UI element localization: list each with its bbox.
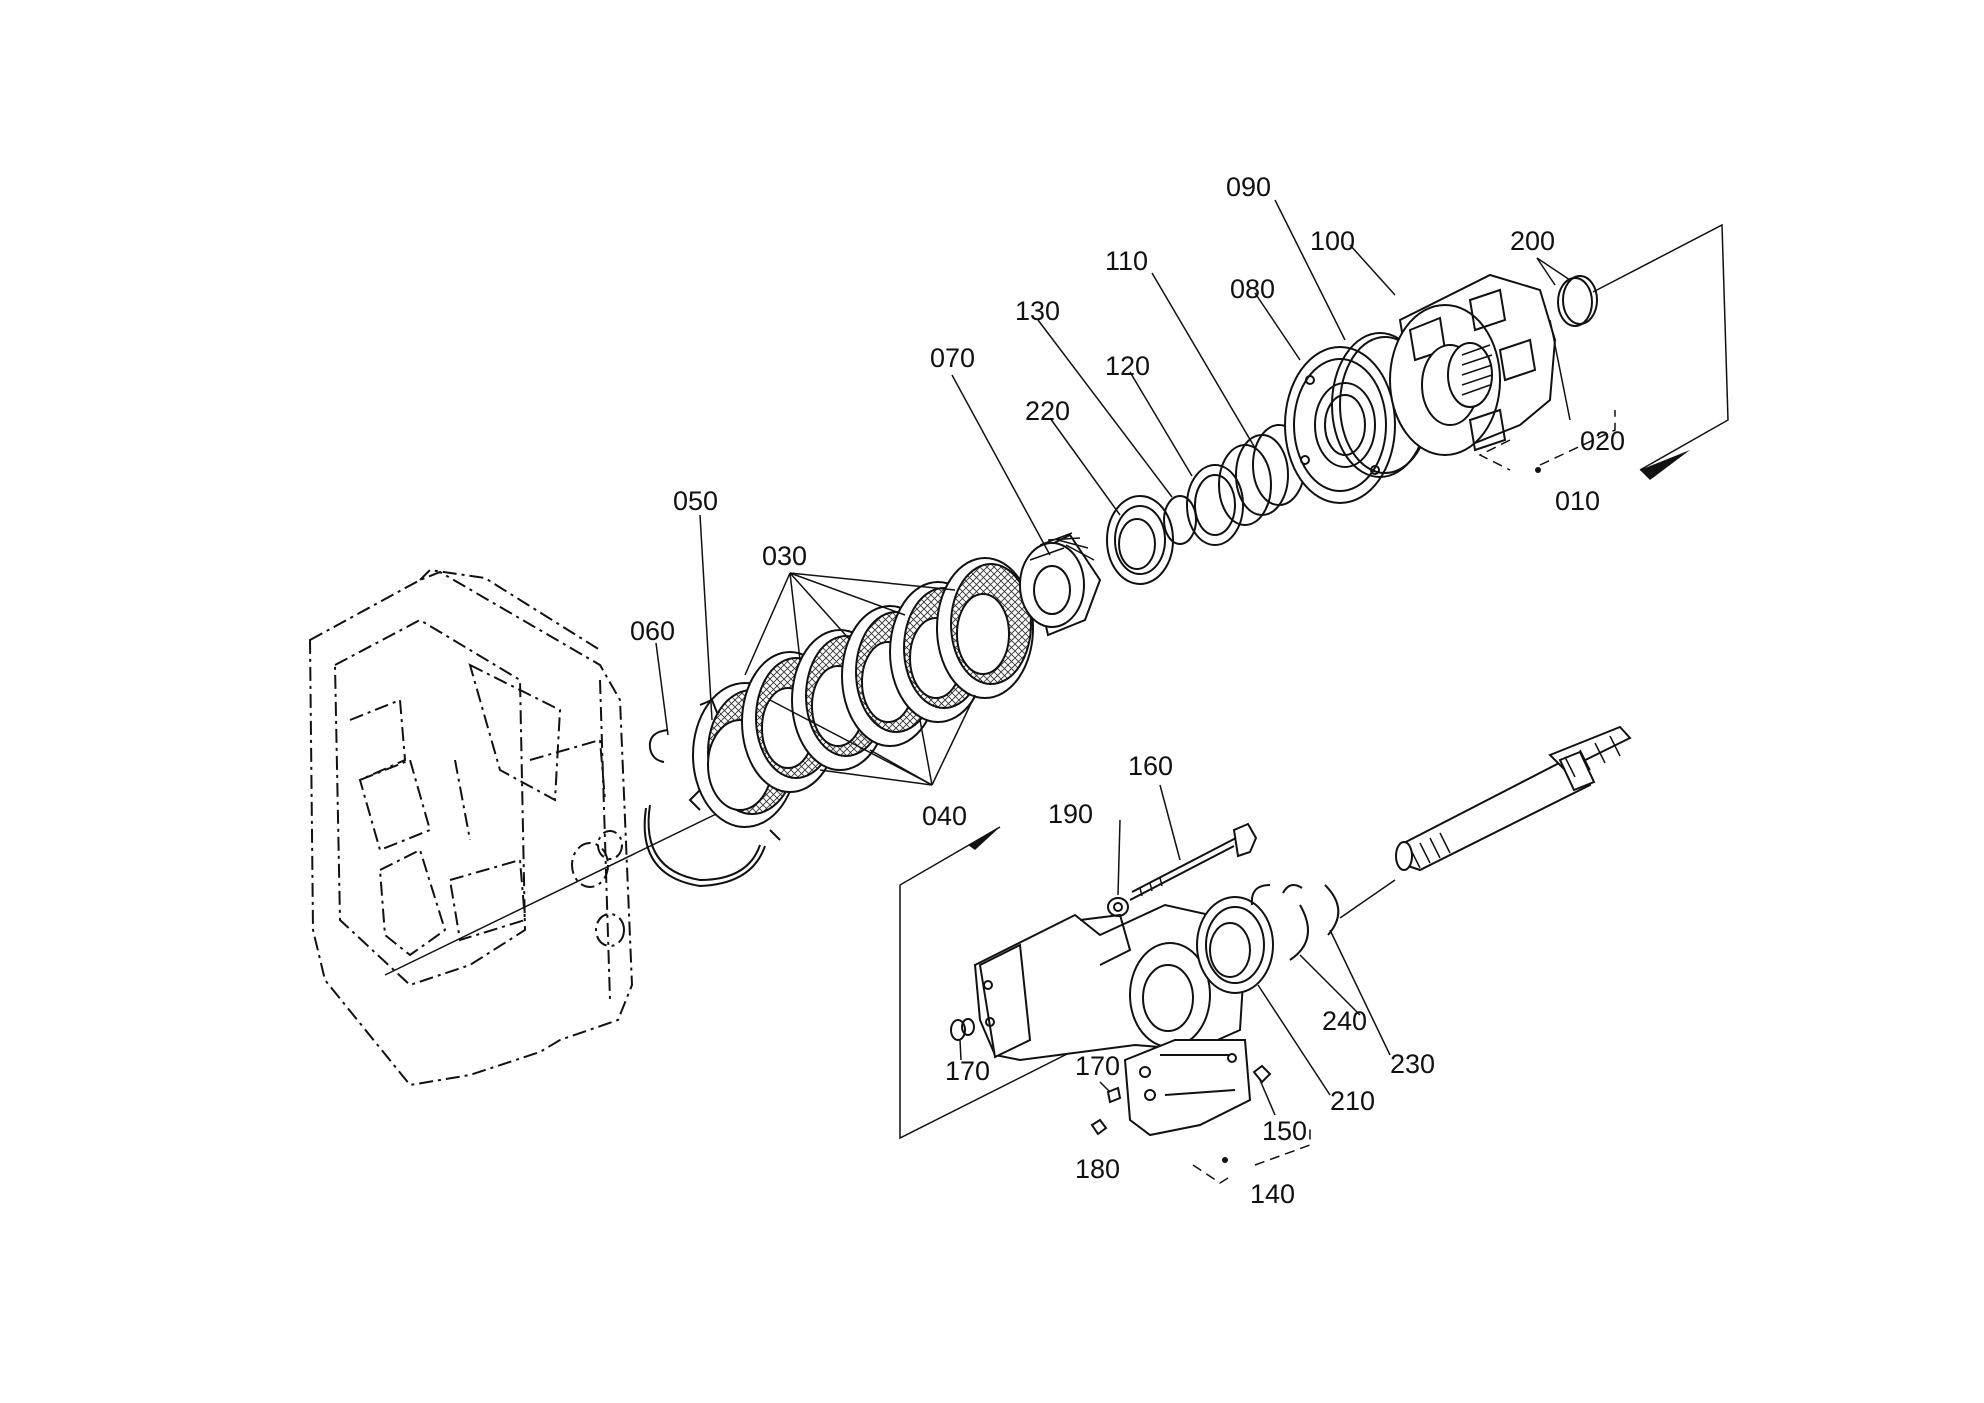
label-140: 140 (1250, 1179, 1295, 1209)
label-160: 160 (1128, 751, 1173, 781)
bearing-220 (1106, 495, 1174, 585)
leaders-030-040 (744, 572, 976, 786)
washer-190 (1107, 897, 1129, 917)
label-220: 220 (1025, 396, 1070, 426)
detent-150 (1252, 1064, 1272, 1084)
label-200: 200 (1510, 226, 1555, 256)
upper-assembly-frame (1592, 223, 1729, 480)
shift-fork-140 (1123, 1039, 1252, 1137)
transmission-housing (308, 568, 634, 1087)
label-050: 050 (673, 486, 718, 516)
group-bracket-010 (1478, 410, 1616, 473)
label-170-lower: 170 (1075, 1051, 1120, 1081)
washer-120 (1186, 464, 1244, 546)
label-170-left: 170 (945, 1056, 990, 1086)
label-180: 180 (1075, 1154, 1120, 1184)
lower-assembly-frame (899, 826, 1076, 1140)
label-020: 020 (1580, 426, 1625, 456)
group-bracket-140 (1192, 1125, 1311, 1184)
label-130: 130 (1015, 296, 1060, 326)
bolt-160 (1129, 822, 1258, 901)
label-040: 040 (922, 801, 967, 831)
clutch-disc-stack (741, 557, 1034, 793)
label-010: 010 (1555, 486, 1600, 516)
label-230: 230 (1390, 1049, 1435, 1079)
axis-lines-lower (1339, 879, 1396, 919)
label-110: 110 (1105, 246, 1148, 276)
shift-lever-body (973, 903, 1247, 1062)
label-030: 030 (762, 541, 807, 571)
snap-ring-230 (1282, 883, 1340, 936)
snap-ring-130 (1163, 495, 1197, 545)
leader-lines (655, 199, 1571, 1116)
label-240: 240 (1322, 1006, 1367, 1036)
label-190: 190 (1048, 799, 1093, 829)
label-210: 210 (1330, 1086, 1375, 1116)
pin-170-lower (1106, 1086, 1122, 1104)
snap-ring-060 (643, 729, 766, 888)
label-100: 100 (1310, 226, 1355, 256)
clutch-disc (936, 557, 1034, 699)
label-070: 070 (930, 343, 975, 373)
label-120: 120 (1105, 351, 1150, 381)
nut-180 (1090, 1118, 1108, 1136)
clutch-hub-070 (1019, 532, 1102, 637)
snap-ring-240 (1250, 884, 1309, 961)
piston-080 (1284, 346, 1396, 504)
label-090: 090 (1226, 172, 1271, 202)
axis-line-housing (384, 799, 746, 976)
part-labels: 090 100 200 110 080 130 070 120 220 020 … (630, 172, 1625, 1209)
label-150: 150 (1262, 1116, 1307, 1146)
output-shaft (1395, 725, 1632, 872)
label-060: 060 (630, 616, 675, 646)
pin-170-left (950, 1018, 975, 1041)
bearing-210 (1196, 896, 1274, 994)
label-080: 080 (1230, 274, 1275, 304)
snap-ring-200 (1557, 275, 1598, 327)
clutch-drum-010 (1389, 273, 1557, 457)
